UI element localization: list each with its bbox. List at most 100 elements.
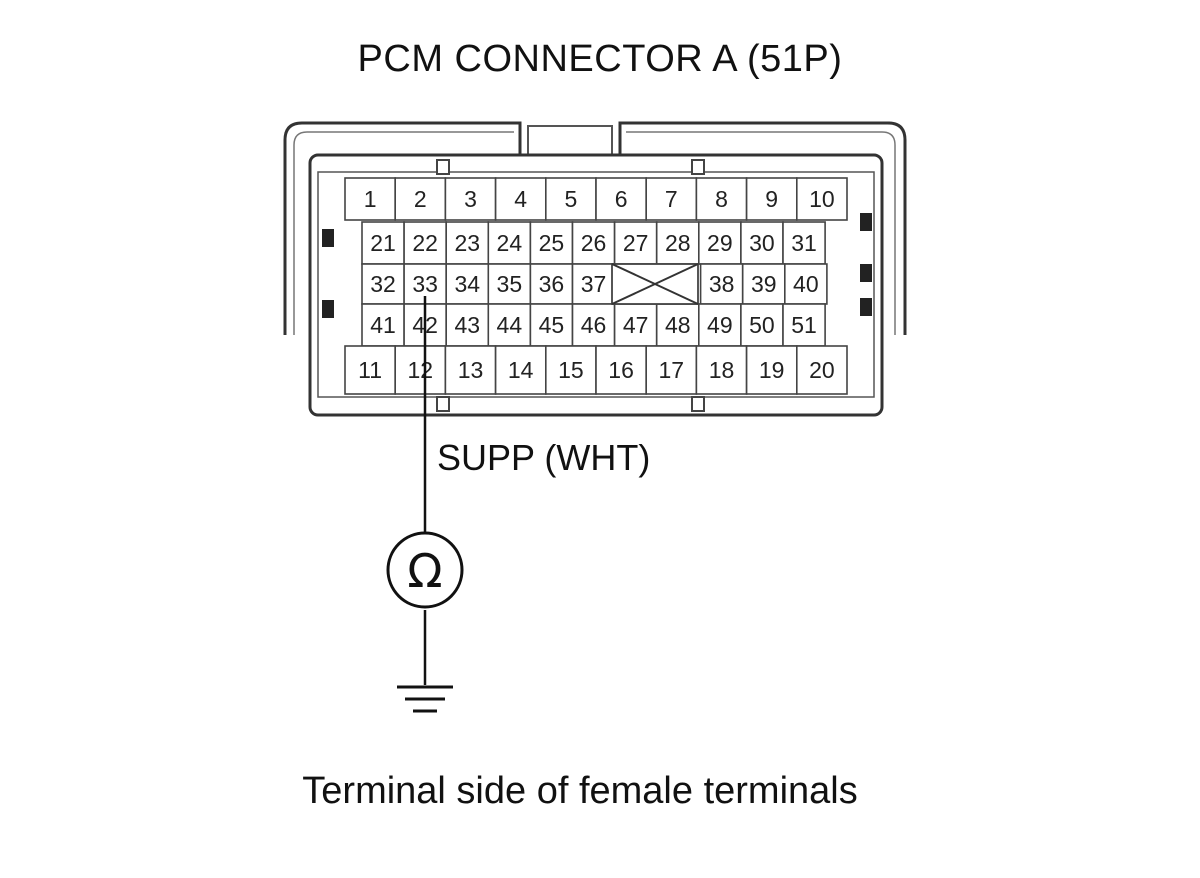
terminal-11: 11 (344, 345, 397, 395)
terminal-14: 14 (494, 345, 547, 395)
terminal-16: 16 (595, 345, 648, 395)
terminal-number: 5 (565, 186, 578, 212)
terminal-number: 9 (765, 186, 778, 212)
wire-label: SUPP (WHT) (437, 437, 651, 478)
terminal-number: 3 (464, 186, 477, 212)
terminal-41: 41 (361, 303, 405, 347)
terminal-21: 21 (361, 221, 405, 265)
terminal-number: 33 (412, 271, 438, 297)
terminal-37: 37 (571, 263, 616, 305)
terminal-number: 51 (791, 312, 817, 338)
terminal-12: 12 (394, 345, 447, 395)
terminal-9: 9 (745, 177, 798, 221)
terminal-25: 25 (529, 221, 574, 265)
terminal-number: 45 (539, 312, 565, 338)
terminal-22: 22 (403, 221, 448, 265)
terminal-38: 38 (699, 263, 744, 305)
terminal-39: 39 (741, 263, 786, 305)
terminal-number: 15 (558, 357, 584, 383)
terminal-number: 31 (791, 230, 817, 256)
terminal-32: 32 (361, 263, 405, 305)
terminal-46: 46 (571, 303, 616, 347)
terminal-number: 35 (497, 271, 523, 297)
terminal-number: 16 (608, 357, 634, 383)
terminal-15: 15 (544, 345, 597, 395)
terminal-number: 30 (749, 230, 775, 256)
terminal-5: 5 (544, 177, 597, 221)
terminal-number: 40 (793, 271, 819, 297)
ground-icon (397, 685, 453, 713)
terminal-1: 1 (344, 177, 397, 221)
terminal-28: 28 (655, 221, 700, 265)
terminal-number: 37 (581, 271, 607, 297)
terminal-49: 49 (697, 303, 742, 347)
terminal-number: 39 (751, 271, 777, 297)
blank-cavity-mark (611, 263, 699, 305)
terminal-7: 7 (645, 177, 698, 221)
terminal-number: 29 (707, 230, 733, 256)
terminal-number: 2 (414, 186, 427, 212)
terminal-31: 31 (782, 221, 826, 265)
terminal-43: 43 (445, 303, 490, 347)
terminal-number: 47 (623, 312, 649, 338)
terminal-number: 21 (370, 230, 396, 256)
terminal-number: 6 (615, 186, 628, 212)
terminal-number: 13 (458, 357, 484, 383)
terminal-number: 20 (809, 357, 835, 383)
ohmmeter-icon: Ω (386, 531, 464, 609)
terminal-number: 24 (497, 230, 523, 256)
terminal-number: 26 (581, 230, 607, 256)
ohm-symbol: Ω (407, 544, 442, 598)
terminal-30: 30 (740, 221, 784, 265)
terminal-34: 34 (445, 263, 490, 305)
terminal-number: 49 (707, 312, 733, 338)
terminal-47: 47 (613, 303, 658, 347)
terminal-13: 13 (444, 345, 497, 395)
terminal-51: 51 (782, 303, 826, 347)
terminal-number: 23 (454, 230, 480, 256)
terminal-number: 48 (665, 312, 691, 338)
terminal-4: 4 (494, 177, 547, 221)
terminal-number: 7 (665, 186, 678, 212)
terminal-number: 32 (370, 271, 396, 297)
terminal-50: 50 (740, 303, 784, 347)
diagram-title: PCM CONNECTOR A (51P) (357, 38, 843, 80)
terminal-18: 18 (695, 345, 748, 395)
terminal-number: 22 (412, 230, 438, 256)
terminal-19: 19 (745, 345, 798, 395)
terminal-number: 14 (508, 357, 534, 383)
terminal-3: 3 (444, 177, 497, 221)
terminal-number: 46 (581, 312, 607, 338)
terminal-20: 20 (795, 345, 848, 395)
terminal-number: 41 (370, 312, 396, 338)
terminal-number: 36 (539, 271, 565, 297)
terminal-number: 50 (749, 312, 775, 338)
terminal-8: 8 (695, 177, 748, 221)
terminal-45: 45 (529, 303, 574, 347)
terminal-17: 17 (645, 345, 698, 395)
terminal-number: 34 (454, 271, 480, 297)
terminal-10: 10 (795, 177, 848, 221)
terminal-27: 27 (613, 221, 658, 265)
terminal-36: 36 (529, 263, 574, 305)
terminal-number: 18 (709, 357, 735, 383)
terminal-26: 26 (571, 221, 616, 265)
terminal-number: 8 (715, 186, 728, 212)
terminal-number: 1 (364, 186, 377, 212)
terminal-6: 6 (595, 177, 648, 221)
terminal-number: 38 (709, 271, 735, 297)
terminal-number: 19 (759, 357, 785, 383)
locking-tab (527, 125, 613, 156)
terminal-44: 44 (487, 303, 532, 347)
terminal-number: 25 (539, 230, 565, 256)
terminal-number: 10 (809, 186, 835, 212)
terminal-29: 29 (697, 221, 742, 265)
terminal-48: 48 (655, 303, 700, 347)
terminal-2: 2 (394, 177, 447, 221)
terminal-number: 27 (623, 230, 649, 256)
terminal-23: 23 (445, 221, 490, 265)
terminal-24: 24 (487, 221, 532, 265)
terminal-number: 12 (408, 357, 434, 383)
